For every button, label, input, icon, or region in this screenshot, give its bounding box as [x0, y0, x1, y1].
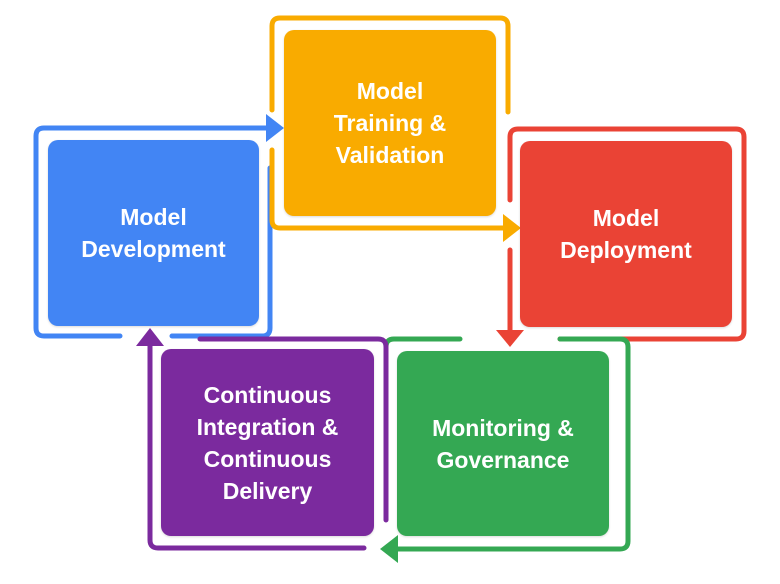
- arrow-training-to-deployment: [269, 15, 521, 242]
- stage-model-training-validation: Model Training & Validation: [284, 30, 496, 216]
- stage-monitoring-governance: Monitoring & Governance: [397, 351, 609, 536]
- stage-label: Continuous Integration & Continuous Deli…: [196, 381, 339, 504]
- stage-label: Model Deployment: [560, 205, 692, 263]
- stage-label: Monitoring & Governance: [432, 414, 574, 473]
- arrow-dev-to-training: [33, 114, 284, 339]
- arrow-deployment-to-monitoring: [496, 126, 747, 347]
- stage-model-development: Model Development: [48, 140, 259, 326]
- stage-model-deployment: Model Deployment: [520, 141, 732, 327]
- arrow-ci-to-development: [136, 328, 389, 551]
- stage-ci-cd: Continuous Integration & Continuous Deli…: [161, 349, 374, 536]
- stage-label: Model Development: [81, 204, 226, 262]
- stage-label: Model Training & Validation: [333, 78, 447, 168]
